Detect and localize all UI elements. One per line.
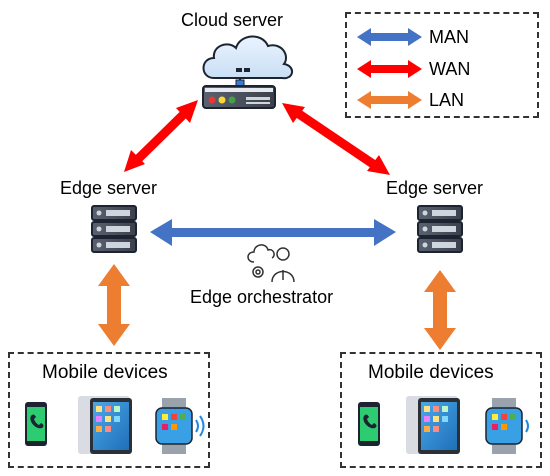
legend: MAN WAN LAN (345, 12, 539, 118)
edge-server-left-label: Edge server (60, 178, 158, 198)
cloud-server-label: Cloud server (181, 10, 284, 30)
legend-label-wan: WAN (429, 59, 471, 79)
orchestrator-person-icon (247, 244, 295, 283)
mobile-phone-icon-right (358, 402, 380, 446)
wan-arrow-right-line (282, 103, 390, 175)
mobile-devices-left-label: Mobile devices (42, 362, 168, 383)
tablet-icon-right (406, 396, 460, 454)
lan-arrow-left (98, 264, 130, 346)
mobile-devices-group-left: Mobile devices (8, 352, 210, 468)
tablet-icon-left (78, 396, 132, 454)
mobile-devices-right-label: Mobile devices (368, 362, 494, 383)
edge-orchestrator-label: Edge orchestrator (190, 287, 334, 307)
mobile-phone-icon-left (25, 402, 47, 446)
smartwatch-icon-left (155, 398, 205, 454)
mobile-devices-group-right: Mobile devices (340, 352, 542, 468)
legend-label-man: MAN (429, 27, 469, 47)
legend-arrow-wan (357, 60, 422, 78)
wan-arrow-left-line (124, 100, 198, 172)
edge-server-right-label: Edge server (386, 178, 484, 198)
cloud-server-icon (202, 35, 293, 109)
legend-arrow-man (357, 28, 422, 46)
lan-arrow-right (424, 270, 456, 350)
legend-arrow-lan (357, 91, 422, 109)
smartwatch-icon-right (485, 398, 529, 454)
legend-label-lan: LAN (429, 90, 465, 110)
server-rack-icon-left (91, 205, 137, 253)
man-arrow (150, 219, 396, 246)
server-rack-icon-right (417, 205, 463, 253)
